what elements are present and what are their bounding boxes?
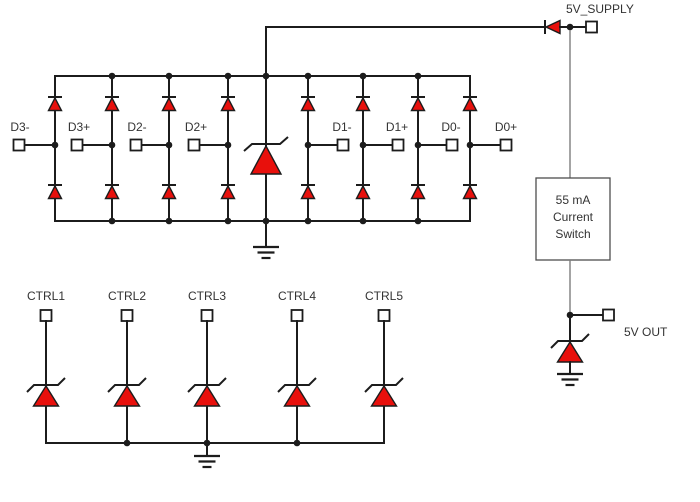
ctrl-label: CTRL1 (27, 289, 65, 303)
diode-up-icon (410, 184, 426, 200)
ground-icon (251, 245, 281, 260)
pin-d3-minus: D3- (10, 120, 55, 152)
pin-d0-minus: D0- (418, 120, 461, 152)
pin-terminal (129, 138, 143, 152)
junction-dot (359, 217, 367, 225)
junction-dot (414, 72, 422, 80)
junction-dot (414, 217, 422, 225)
pin-terminal (336, 138, 350, 152)
supply-terminal (585, 20, 598, 34)
series-diode-icon (544, 19, 561, 35)
diode-up-icon (104, 96, 120, 112)
diode-up-icon (462, 96, 478, 112)
diode-column-6 (355, 72, 371, 225)
pin-terminal (12, 138, 26, 152)
diode-column-1 (47, 75, 63, 222)
data-pins: D3- D3+ D2- D2+ D1- D1+ (10, 120, 517, 152)
switch-label-line1: 55 mA (556, 193, 591, 207)
switch-label-line3: Switch (555, 227, 590, 241)
ctrl-terminal (290, 309, 304, 322)
ctrl-branch-1: CTRL1 (26, 289, 66, 444)
diode-up-icon (355, 96, 371, 112)
pin-d1-plus: D1+ (363, 120, 408, 152)
pin-terminal (391, 138, 405, 152)
diode-up-icon (300, 184, 316, 200)
output-terminal (602, 308, 615, 322)
diode-column-7 (410, 72, 426, 225)
junction-dot (123, 439, 131, 447)
pin-d1-minus: D1- (308, 120, 352, 152)
junction-dot (359, 72, 367, 80)
ctrl-label: CTRL2 (108, 289, 146, 303)
output-branch: 5V OUT (550, 308, 668, 387)
supply-feed-wire (265, 26, 546, 77)
junction-dot (566, 23, 574, 31)
output-label: 5V OUT (624, 325, 668, 339)
junction-dot (108, 72, 116, 80)
ctrl-terminal (200, 309, 214, 322)
diode-column-4 (220, 72, 236, 225)
diode-up-icon (220, 96, 236, 112)
junction-dot (165, 72, 173, 80)
junction-dot (304, 72, 312, 80)
diode-column-3 (161, 72, 177, 225)
diode-up-icon (355, 184, 371, 200)
pin-label: D1- (332, 120, 351, 134)
diode-column-5 (300, 72, 316, 225)
diode-up-icon (300, 96, 316, 112)
ctrl-terminal (39, 309, 53, 322)
pin-label: D0- (441, 120, 460, 134)
current-switch-box (535, 177, 611, 261)
switch-label-line2: Current (553, 210, 594, 224)
supply-label: 5V_SUPPLY (566, 2, 634, 16)
diode-up-icon (47, 96, 63, 112)
ctrl-terminal (120, 309, 134, 322)
diode-up-icon (410, 96, 426, 112)
ctrl-branch-5: CTRL5 (364, 289, 404, 444)
pin-d0-plus: D0+ (470, 120, 517, 152)
ctrl-branch-3: CTRL3 (187, 289, 227, 444)
junction-dot (165, 217, 173, 225)
junction-dot (293, 439, 301, 447)
ctrl-label: CTRL4 (278, 289, 316, 303)
ctrl-branch-4: CTRL4 (277, 289, 317, 444)
diode-up-icon (161, 184, 177, 200)
junction-dot (224, 217, 232, 225)
pin-label: D2- (127, 120, 146, 134)
supply-branch: 5V_SUPPLY (265, 2, 634, 77)
ctrl-section: CTRL1 CTRL2 CTRL3 CTRL4 CTRL5 (26, 289, 404, 469)
diode-column-8 (462, 75, 478, 222)
ctrl-label: CTRL5 (365, 289, 403, 303)
pin-terminal (445, 138, 459, 152)
current-switch: 55 mA Current Switch (535, 30, 611, 313)
diode-up-icon (161, 96, 177, 112)
diode-array (47, 72, 478, 260)
ctrl-branch-2: CTRL2 (107, 289, 147, 444)
pin-terminal (187, 138, 201, 152)
diode-up-icon (104, 184, 120, 200)
diode-column-2 (104, 72, 120, 225)
pin-terminal (499, 138, 513, 152)
ground-icon (555, 372, 585, 387)
junction-dot (224, 72, 232, 80)
pin-label: D3- (10, 120, 29, 134)
pin-label: D0+ (495, 120, 517, 134)
ground-icon (192, 454, 222, 469)
ctrl-terminal (377, 309, 391, 322)
diode-up-icon (47, 184, 63, 200)
diode-up-icon (220, 184, 236, 200)
pin-terminal (70, 138, 84, 152)
pin-label: D1+ (386, 120, 408, 134)
pin-d3-plus: D3+ (68, 120, 112, 152)
junction-dot (304, 217, 312, 225)
pin-label: D2+ (185, 120, 207, 134)
pin-label: D3+ (68, 120, 90, 134)
junction-dot (108, 217, 116, 225)
ctrl-label: CTRL3 (188, 289, 226, 303)
diode-up-icon (462, 184, 478, 200)
pin-d2-plus: D2+ (185, 120, 228, 152)
pin-d2-minus: D2- (127, 120, 169, 152)
center-tvs-branch (243, 72, 289, 260)
